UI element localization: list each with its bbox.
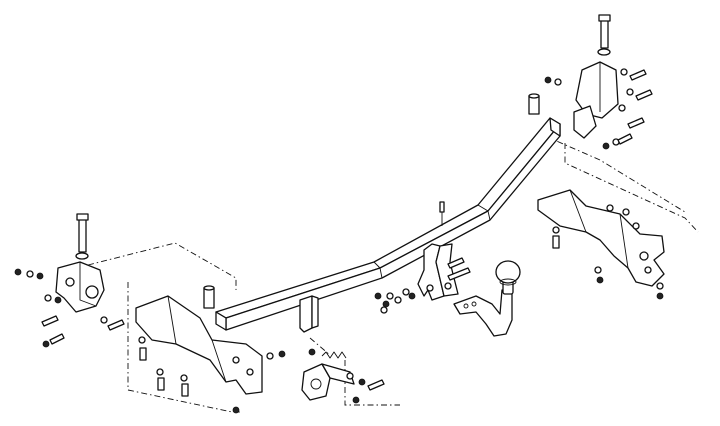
spacer-tube	[203, 287, 215, 309]
nut	[602, 142, 610, 150]
nut	[14, 268, 22, 276]
tow-ball	[495, 260, 521, 295]
long-bolt	[447, 267, 471, 281]
washer	[620, 68, 628, 76]
main-crossbar	[215, 117, 561, 331]
nut	[42, 340, 50, 348]
bolt	[367, 379, 385, 391]
tow-mount-plates	[417, 243, 459, 301]
washer	[380, 306, 388, 314]
long-bolt	[447, 257, 465, 269]
washer	[656, 282, 664, 290]
bolt	[627, 117, 645, 129]
bolt	[139, 347, 147, 361]
washer	[156, 368, 164, 376]
bolt	[157, 377, 165, 391]
nut	[656, 292, 664, 300]
nut	[596, 276, 604, 284]
washer	[402, 288, 410, 296]
bolt	[635, 89, 653, 101]
washer	[626, 88, 634, 96]
assembly-guide-lines	[87, 135, 699, 413]
bolt	[181, 383, 189, 397]
socket-plate	[301, 348, 385, 404]
nut	[408, 292, 416, 300]
right-mounting-bracket	[528, 14, 653, 150]
bolt	[629, 69, 647, 81]
nut	[54, 296, 62, 304]
nut	[352, 396, 360, 404]
washer	[554, 78, 562, 86]
washer	[618, 104, 626, 112]
tow-ball-neck	[453, 289, 513, 337]
long-bolt	[600, 19, 609, 49]
washer	[346, 372, 354, 380]
washer	[180, 374, 188, 382]
nut	[232, 406, 240, 414]
bolt	[41, 315, 59, 327]
washer	[44, 294, 52, 302]
bolt	[552, 235, 560, 249]
nut	[382, 300, 390, 308]
nut	[36, 272, 44, 280]
washer	[386, 292, 394, 300]
washer	[622, 208, 630, 216]
washer	[597, 48, 611, 56]
washer	[26, 270, 34, 278]
bolt	[439, 201, 445, 226]
nut	[358, 378, 366, 386]
washer	[75, 252, 89, 260]
left-side-plate	[135, 285, 286, 414]
washer	[100, 316, 108, 324]
washer	[594, 266, 602, 274]
long-bolt	[78, 217, 87, 253]
washer	[552, 226, 560, 234]
center-drop-bracket	[299, 295, 319, 333]
nut	[278, 350, 286, 358]
left-mounting-bracket	[14, 213, 125, 348]
center-fastener-row	[374, 257, 471, 314]
bolt	[107, 319, 125, 331]
bolt	[617, 133, 633, 145]
nut	[308, 348, 316, 356]
bolt	[49, 333, 65, 345]
washer	[266, 352, 274, 360]
washer	[606, 204, 614, 212]
washer	[394, 296, 402, 304]
right-side-plate	[537, 189, 665, 300]
washer	[632, 222, 640, 230]
washer	[138, 336, 146, 344]
nut	[544, 76, 552, 84]
spacer-tube	[528, 95, 540, 115]
nut	[374, 292, 382, 300]
